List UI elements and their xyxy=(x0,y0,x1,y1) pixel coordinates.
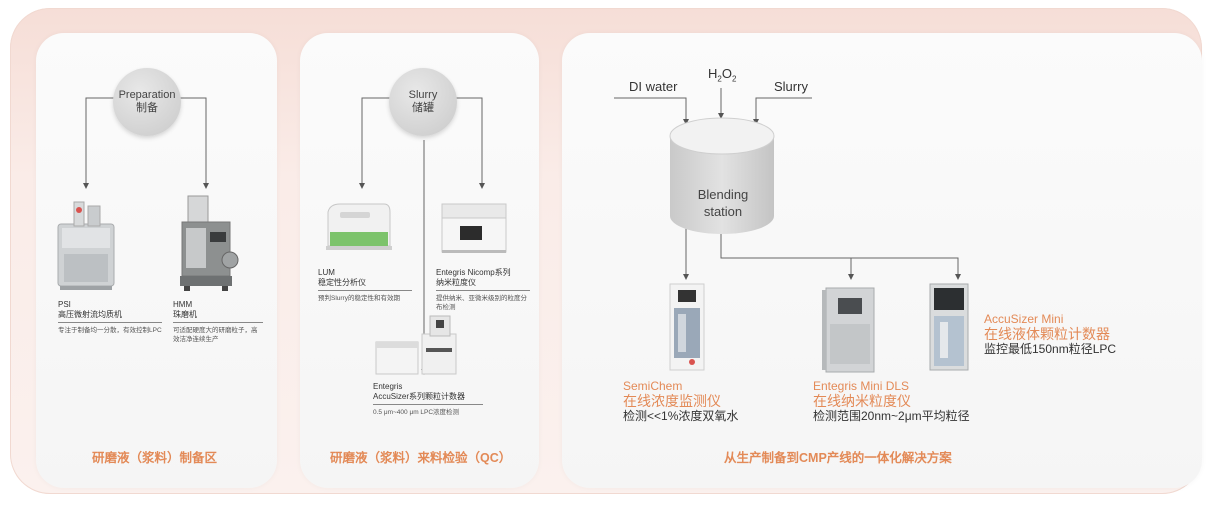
preparation-hub: Preparation 制备 xyxy=(113,68,181,136)
accusizer-mini-image xyxy=(929,283,969,371)
lum-description: 预判Slurry的稳定性和有效期 xyxy=(318,295,400,302)
accusizer-description: 0.5 μm~400 μm LPC浓度检测 xyxy=(373,409,460,416)
nicomp-label: Entegris Nicomp系列 纳米粒度仪 提供纳米、亚微米级别的粒度分布检… xyxy=(436,268,530,312)
accusizer-name: Entegris xyxy=(373,382,403,391)
blending-station-text: Blending station xyxy=(668,186,778,220)
preparation-hub-en: Preparation xyxy=(118,89,176,101)
slurry-tank-hub: Slurry 储罐 xyxy=(389,68,457,136)
mini-dls-subtitle: 在线纳米粒度仪 xyxy=(813,393,911,409)
semichem-label: SemiChem 在线浓度监测仪 检测<<1%浓度双氧水 xyxy=(623,379,738,424)
accusizer-mini-subtitle: 在线液体颗粒计数器 xyxy=(984,326,1110,342)
accusizer-mini-name: AccuSizer Mini xyxy=(984,312,1064,326)
lum-subtitle: 稳定性分析仪 xyxy=(318,278,412,291)
nicomp-description: 提供纳米、亚微米级别的粒度分布检测 xyxy=(436,295,527,311)
h2o2-label: H2O2 xyxy=(708,66,736,84)
blending-station-cylinder xyxy=(669,117,775,234)
psi-name: PSI xyxy=(58,300,71,309)
nicomp-name: Entegris Nicomp系列 xyxy=(436,268,511,277)
di-water-label: DI water xyxy=(629,79,678,94)
accusizer-subtitle: AccuSizer系列颗粒计数器 xyxy=(373,392,483,405)
semichem-monitor-image xyxy=(669,283,705,371)
hmm-label: HMM 珠磨机 可适配硬度大的研磨粒子，高效洁净连续生产 xyxy=(173,300,263,344)
mini-dls-name: Entegris Mini DLS xyxy=(813,379,910,393)
slurry-input-label: Slurry xyxy=(774,79,808,94)
semichem-subtitle: 在线浓度监测仪 xyxy=(623,393,721,409)
blending-station-line1: Blending xyxy=(697,187,749,202)
hmm-subtitle: 珠磨机 xyxy=(173,310,263,323)
hmm-bead-mill-image xyxy=(180,195,239,291)
h2o2-sub-1: 2 xyxy=(717,74,722,84)
production-line-title: 从生产制备到CMP产线的一体化解决方案 xyxy=(724,451,952,465)
accusizer-mini-description: 监控最低150nm粒径LPC xyxy=(984,342,1117,356)
lum-label: LUM 稳定性分析仪 预判Slurry的稳定性和有效期 xyxy=(318,268,412,303)
h2o2-sub-2: 2 xyxy=(731,74,737,84)
semichem-name: SemiChem xyxy=(623,379,683,393)
accusizer-counter-image xyxy=(375,315,457,375)
psi-description: 专注于制备均一分散，有效控制LPC xyxy=(58,327,162,334)
semichem-description: 检测<<1%浓度双氧水 xyxy=(623,409,739,423)
slurry-hub-en: Slurry xyxy=(408,89,438,101)
hmm-description: 可适配硬度大的研磨粒子，高效洁净连续生产 xyxy=(173,327,258,343)
h2o2-h: H xyxy=(708,66,718,81)
psi-subtitle: 高压微射流均质机 xyxy=(58,310,162,323)
nicomp-analyzer-image xyxy=(441,203,507,253)
nicomp-subtitle: 纳米粒度仪 xyxy=(436,278,530,291)
mini-dls-label: Entegris Mini DLS 在线纳米粒度仪 检测范围20nm~2μm平均… xyxy=(813,379,970,424)
qc-title: 研磨液（浆料）来料检验（QC） xyxy=(330,451,512,465)
slurry-hub-cn: 储罐 xyxy=(412,102,434,114)
lum-analyzer-image xyxy=(326,203,392,250)
preparation-title: 研磨液（浆料）制备区 xyxy=(92,451,218,465)
mini-dls-image xyxy=(822,287,875,373)
lum-name: LUM xyxy=(318,268,335,277)
hmm-name: HMM xyxy=(173,300,193,309)
accusizer-label: Entegris AccuSizer系列颗粒计数器 0.5 μm~400 μm … xyxy=(373,382,483,417)
blending-station-line2: station xyxy=(703,204,743,219)
psi-label: PSI 高压微射流均质机 专注于制备均一分散，有效控制LPC xyxy=(58,300,162,335)
accusizer-mini-label: AccuSizer Mini 在线液体颗粒计数器 监控最低150nm粒径LPC xyxy=(984,312,1116,357)
preparation-hub-cn: 制备 xyxy=(136,102,158,114)
h2o2-o: O xyxy=(721,66,732,81)
mini-dls-description: 检测范围20nm~2μm平均粒径 xyxy=(813,409,970,423)
psi-homogenizer-image xyxy=(57,201,115,290)
